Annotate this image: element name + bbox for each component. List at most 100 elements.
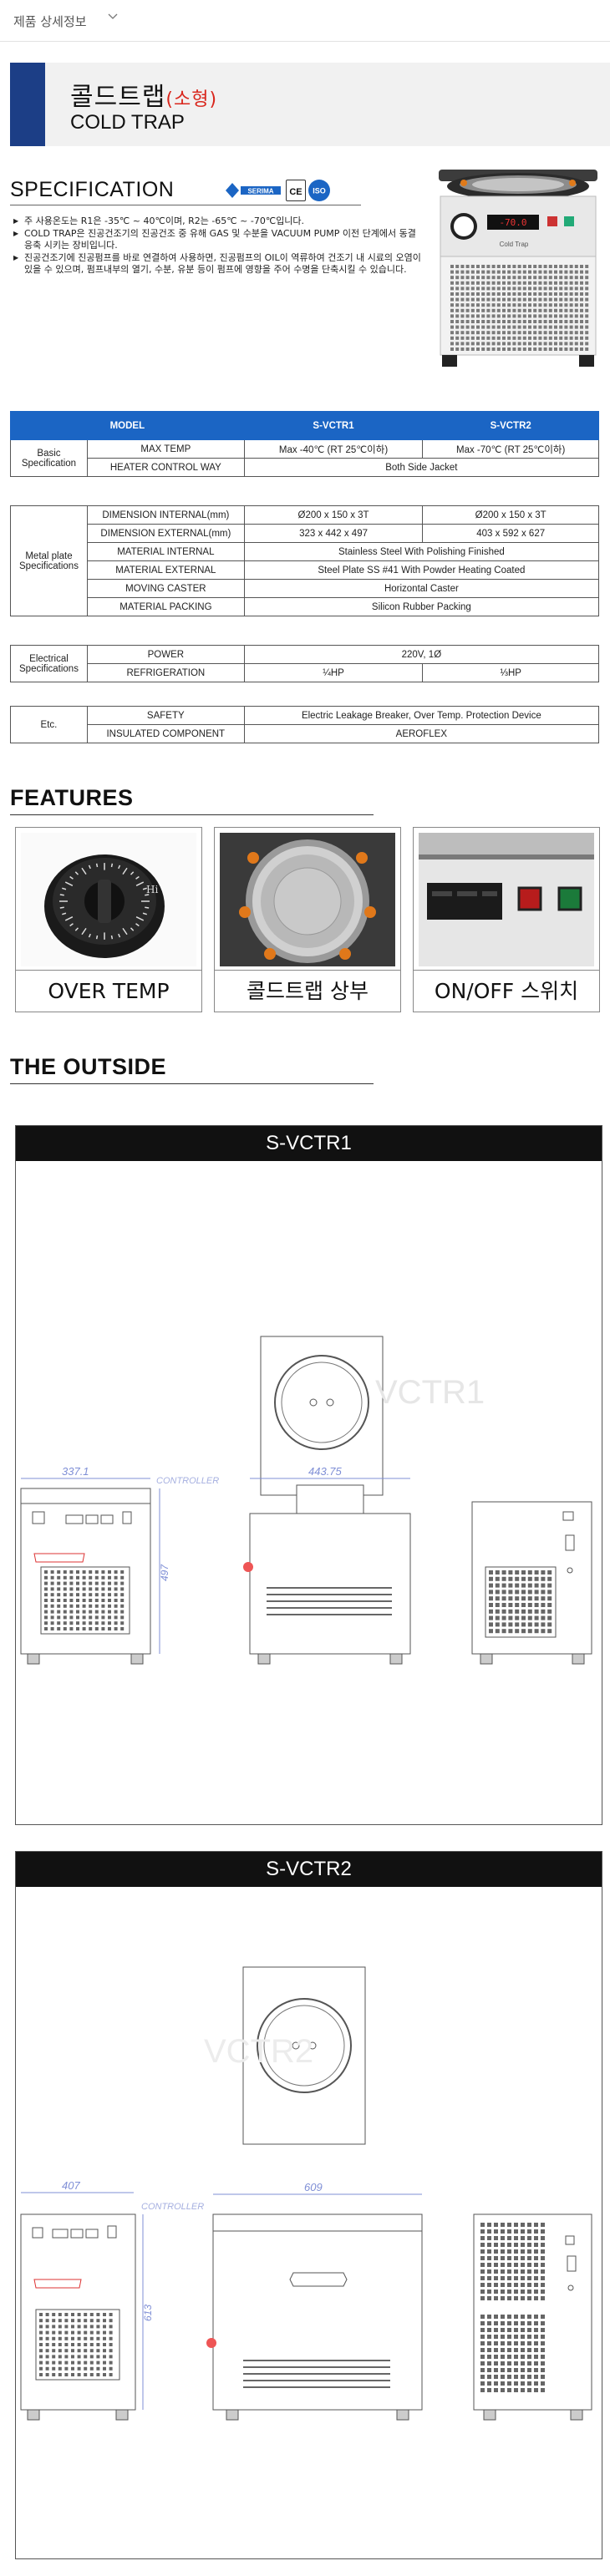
divider — [10, 1083, 374, 1084]
row-label: DIMENSION INTERNAL(mm) — [86, 505, 245, 525]
svg-text:Hi: Hi — [146, 884, 158, 895]
model-name-header: S-VCTR2 — [16, 1852, 602, 1887]
spec-bullet: 진공건조기에 진공펌프를 바로 연결하여 사용하면, 진공펌프의 OIL이 역류… — [13, 252, 423, 276]
cell-value: Max -70℃ (RT 25℃이하) — [422, 439, 599, 459]
spec-bullet: COLD TRAP은 진공건조기의 진공건조 중 유해 GAS 및 수분을 VA… — [13, 228, 423, 251]
cell-value: ¼HP — [243, 663, 424, 682]
cell-value: Ø200 x 150 x 3T — [243, 505, 424, 525]
cold-trap-top-image — [220, 833, 395, 966]
row-label: MOVING CASTER — [86, 579, 245, 598]
svg-text:SERIMA: SERIMA — [247, 188, 273, 195]
cell-value: ⅓HP — [422, 663, 599, 682]
table-header-row: MODEL S-VCTR1 S-VCTR2 — [10, 411, 599, 440]
cell-value: 403 x 592 x 627 — [422, 524, 599, 543]
feature-card-top: 콜드트랩 상부 — [214, 827, 401, 1012]
group-label: Electrical Specifications — [10, 645, 88, 682]
svg-text:-70.0: -70.0 — [499, 217, 526, 228]
row-label: REFRIGERATION — [86, 663, 245, 682]
feature-caption: 콜드트랩 상부 — [215, 970, 400, 1012]
page-section-title: 제품 상세정보 — [13, 14, 87, 29]
table-row: MATERIAL EXTERNAL Steel Plate SS #41 Wit… — [11, 560, 600, 580]
product-photo: -70.0 Cold Trap — [439, 170, 597, 367]
svg-text:ISO: ISO — [313, 187, 326, 195]
col-header-svctr1: S-VCTR1 — [243, 411, 424, 440]
row-label: INSULATED COMPONENT — [86, 724, 245, 743]
spec-bullet-list: 주 사용온도는 R1은 -35℃ ~ 40℃이며, R2는 -65℃ ~ -70… — [13, 216, 423, 276]
features-heading: FEATURES — [10, 785, 134, 810]
specification-heading: SPECIFICATION — [10, 178, 175, 201]
divider — [10, 814, 374, 815]
table-row: Metal plate Specifications DIMENSION INT… — [10, 505, 599, 616]
cell-value: Ø200 x 150 x 3T — [422, 505, 599, 525]
group-label: Metal plate Specifications — [10, 505, 88, 616]
cell-value: 220V, 1Ø — [243, 645, 600, 664]
cell-value: Steel Plate SS #41 With Powder Heating C… — [243, 560, 600, 580]
product-title-en: COLD TRAP — [70, 111, 185, 134]
cell-value: AEROFLEX — [243, 724, 600, 743]
svg-text:613: 613 — [142, 2305, 154, 2321]
row-label: MATERIAL PACKING — [86, 597, 245, 616]
feature-caption: OVER TEMP — [16, 970, 201, 1012]
chevron-down-icon[interactable] — [107, 11, 119, 23]
ce-logo: CE — [286, 180, 306, 201]
iso-logo: ISO — [308, 180, 330, 201]
table-row: REFRIGERATION ¼HP ⅓HP — [11, 663, 599, 682]
model-name-header: S-VCTR1 — [16, 1126, 602, 1161]
svg-text:Cold Trap: Cold Trap — [500, 241, 529, 248]
row-label: MATERIAL INTERNAL — [86, 542, 245, 561]
outside-drawing-svctr1: S-VCTR1 VCTR1 337.1 CONTROLLER 497 443.7… — [15, 1125, 602, 1825]
svg-text:337.1: 337.1 — [62, 1465, 89, 1478]
svg-text:VCTR2: VCTR2 — [204, 2033, 313, 2070]
svg-text:443.75: 443.75 — [308, 1465, 343, 1478]
row-label: SAFETY — [86, 706, 245, 725]
outside-drawing-svctr2: S-VCTR2 VCTR2 407 CONTROLLER 613 609 — [15, 1851, 602, 2559]
svg-text:497: 497 — [159, 1564, 170, 1581]
spec-bullet: 주 사용온도는 R1은 -35℃ ~ 40℃이며, R2는 -65℃ ~ -70… — [13, 216, 423, 227]
svg-text:CONTROLLER: CONTROLLER — [156, 1476, 219, 1486]
cell-value: Silicon Rubber Packing — [243, 597, 600, 616]
table-row: MATERIAL INTERNAL Stainless Steel With P… — [11, 542, 600, 561]
table-row: Etc. SAFETY Electric Leakage Breaker, Ov… — [10, 706, 600, 743]
group-label: Basic Specification — [10, 439, 88, 477]
cell-value: Stainless Steel With Polishing Finished — [243, 542, 600, 561]
table-row: DIMENSION EXTERNAL(mm) 323 x 442 x 497 4… — [11, 524, 599, 543]
row-label: HEATER CONTROL WAY — [86, 458, 245, 477]
product-title-ko: 콜드트랩(소형) — [70, 83, 218, 112]
table-row: INSULATED COMPONENT AEROFLEX — [11, 724, 600, 743]
feature-caption: ON/OFF 스위치 — [414, 970, 599, 1012]
row-label: POWER — [86, 645, 245, 664]
row-label: MATERIAL EXTERNAL — [86, 560, 245, 580]
cell-value: Electric Leakage Breaker, Over Temp. Pro… — [243, 706, 600, 725]
col-header-model: MODEL — [10, 411, 245, 440]
cell-value: Horizontal Caster — [243, 579, 600, 598]
table-row: HEATER CONTROL WAY Both Side Jacket — [11, 458, 600, 477]
top-bar: 제품 상세정보 — [0, 0, 610, 42]
on-off-switch-image — [419, 833, 594, 966]
svg-text:VCTR1: VCTR1 — [375, 1374, 485, 1411]
brand-logo: SERIMA — [224, 180, 282, 201]
product-header: 콜드트랩(소형) COLD TRAP — [10, 63, 610, 146]
cell-value: 323 x 442 x 497 — [243, 524, 424, 543]
product-title-sub: (소형) — [165, 89, 218, 110]
spec-table-etc: Etc. SAFETY Electric Leakage Breaker, Ov… — [10, 706, 600, 743]
cell-value: Max -40℃ (RT 25℃이하) — [243, 439, 424, 459]
row-label: MAX TEMP — [86, 439, 245, 459]
group-label: Etc. — [10, 706, 88, 743]
outside-heading: THE OUTSIDE — [10, 1054, 167, 1079]
svg-text:407: 407 — [62, 2179, 80, 2192]
header-accent-bar — [10, 63, 45, 146]
technical-drawing: VCTR2 407 CONTROLLER 613 609 — [20, 1966, 592, 2421]
feature-card-switch: ON/OFF 스위치 — [413, 827, 600, 1012]
spec-table-electrical: Electrical Specifications POWER 220V, 1Ø… — [10, 645, 600, 682]
svg-text:609: 609 — [304, 2181, 323, 2193]
table-row: Basic Specification MAX TEMP Max -40℃ (R… — [10, 439, 599, 477]
col-header-svctr2: S-VCTR2 — [422, 411, 599, 440]
spec-table-metal: Metal plate Specifications DIMENSION INT… — [10, 505, 600, 616]
cell-value: Both Side Jacket — [243, 458, 600, 477]
table-row: MATERIAL PACKING Silicon Rubber Packing — [11, 597, 600, 616]
feature-card-over-temp: Hi OVER TEMP — [15, 827, 202, 1012]
table-row: MOVING CASTER Horizontal Caster — [11, 579, 600, 598]
svg-text:CE: CE — [289, 187, 302, 197]
svg-text:CONTROLLER: CONTROLLER — [141, 2202, 204, 2212]
table-row: Electrical Specifications POWER 220V, 1Ø — [10, 645, 600, 682]
